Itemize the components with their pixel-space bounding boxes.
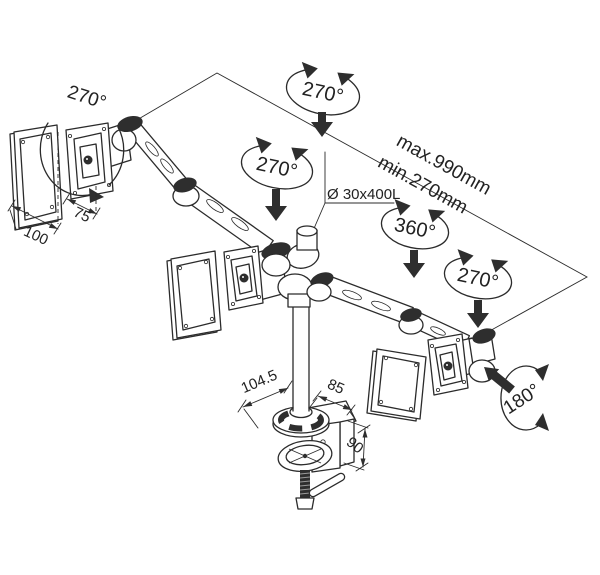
rotation-label-pole: 360° (392, 214, 437, 244)
vesa-plate-floating-bottom (366, 348, 427, 422)
direction-arrow-pole (403, 250, 425, 278)
rotation-label-left-arm: 270° (300, 78, 345, 108)
rotation-badge-left-arm: 270° (285, 59, 361, 116)
elbow-joint-right (398, 308, 424, 335)
direction-arrow-right-monitor (484, 367, 515, 394)
rotation-label-left-monitor: 270° (65, 82, 109, 114)
pole-spec-label: Ø 30x400L (327, 186, 400, 203)
vesa-plate-floating-center (166, 250, 222, 341)
dimension-75: 75 (57, 132, 101, 226)
dimension-100-label: 100 (21, 223, 51, 249)
dimension-85: 85 (309, 376, 356, 420)
rotation-label-right-arm: 270° (455, 264, 500, 294)
direction-arrow-left-arm (311, 112, 333, 137)
left-monitor-mount (65, 115, 143, 200)
vesa-plate-center (223, 245, 264, 311)
direction-arrow-center (265, 189, 287, 221)
rotation-badge-center: 270° (240, 136, 314, 190)
vesa-plate-left (65, 122, 114, 200)
rotation-badge-right-arm: 270° (443, 249, 513, 300)
pole-base-wheel (272, 405, 330, 438)
desk-clamp (272, 297, 357, 510)
vesa-plate-right (427, 333, 469, 396)
dimension-90: 90 (343, 420, 371, 472)
screw-handle (308, 472, 346, 498)
rotation-label-center: 270° (254, 153, 299, 183)
dimension-85-label: 85 (325, 376, 347, 398)
elbow-joint-left (172, 177, 200, 207)
dimension-104-5-label: 104.5 (239, 367, 280, 397)
vesa-plate-floating-left (9, 124, 63, 231)
dimension-90-label: 90 (343, 434, 367, 458)
direction-arrow-right-arm (467, 300, 489, 328)
rotation-arc-right-monitor: 180° (484, 364, 549, 431)
right-monitor-mount (427, 328, 496, 396)
center-hub (223, 225, 334, 311)
dimension-75-label: 75 (71, 204, 93, 226)
desk-pole (292, 297, 310, 412)
clamp-screw (295, 470, 315, 510)
